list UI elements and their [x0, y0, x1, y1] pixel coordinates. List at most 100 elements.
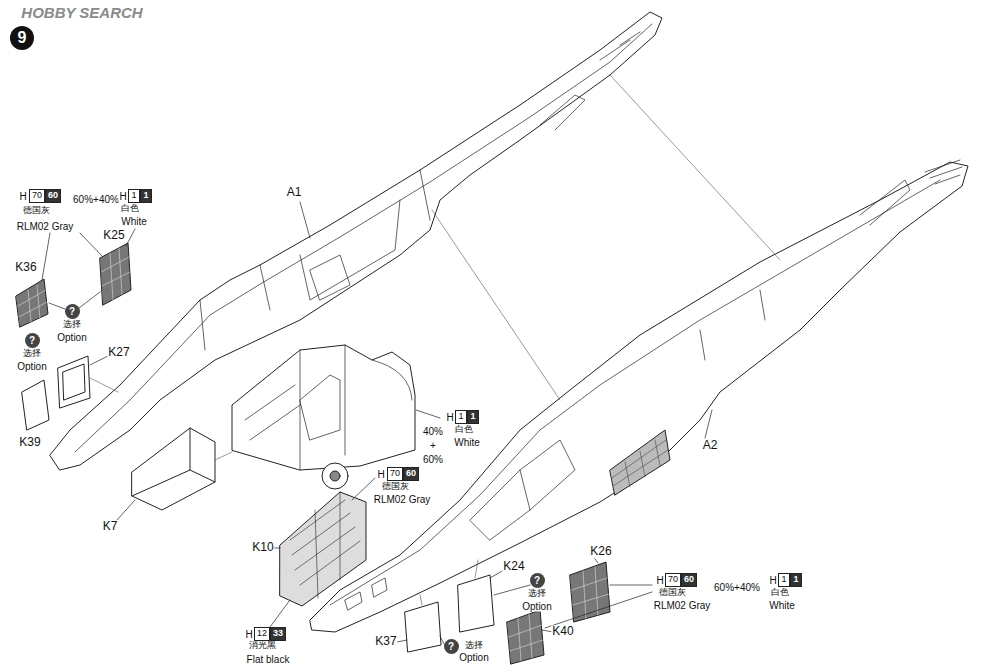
- part-number: A2: [702, 439, 719, 452]
- node-text: 1: [793, 575, 798, 585]
- paint-note-cjk: 德国灰: [381, 482, 410, 492]
- paint-code-box: 12: [254, 627, 270, 641]
- cockpit-tub: [232, 345, 415, 470]
- paint-note: 40%: [422, 426, 444, 437]
- paint-note-cjk: 白色: [770, 588, 790, 598]
- vent-grille: [610, 430, 670, 495]
- leader-line: [42, 202, 712, 644]
- paint-code-box: 70: [665, 573, 681, 587]
- part-k40: [507, 610, 544, 664]
- panel-line: [330, 160, 962, 610]
- part-number: K39: [18, 436, 41, 449]
- part-k36: [16, 279, 48, 327]
- paint-note-cjk: 消光黑: [248, 641, 277, 651]
- node-text: ?: [29, 335, 35, 346]
- node-text: 70: [32, 191, 42, 201]
- grille-line: [612, 440, 668, 487]
- option-icon: ?: [530, 573, 545, 588]
- part-number: K37: [374, 635, 397, 648]
- node-text: 1: [131, 191, 136, 201]
- node-text: ?: [534, 575, 540, 586]
- node-text: 60: [406, 469, 416, 479]
- part-k24: [458, 575, 494, 632]
- paint-note: Option: [56, 332, 87, 343]
- paint-code-box: 60: [403, 467, 419, 481]
- cockpit-detail: [245, 345, 412, 470]
- paint-note: H: [18, 191, 27, 202]
- paint-note-cjk: 德国灰: [658, 588, 687, 598]
- node-text: 60: [684, 575, 694, 585]
- paint-note-cjk: 白色: [120, 204, 140, 214]
- paint-note: RLM02 Gray: [373, 494, 432, 505]
- paint-code-box: 1: [790, 573, 801, 587]
- paint-note: 60%+40%: [72, 194, 120, 205]
- watermark: HOBBY SEARCH: [20, 5, 143, 22]
- paint-note: RLM02 Gray: [653, 600, 712, 611]
- paint-note: H: [376, 469, 385, 480]
- node-text: 70: [390, 469, 400, 479]
- paint-note: H: [118, 191, 127, 202]
- paint-note-cjk: 选择: [62, 320, 82, 330]
- paint-code-box: 70: [387, 467, 403, 481]
- part-number: K25: [102, 229, 125, 242]
- part-number: K27: [107, 346, 130, 359]
- node-text: 1: [143, 191, 148, 201]
- paint-code-box: 1: [467, 410, 478, 424]
- paint-note-cjk: 选择: [464, 641, 484, 651]
- option-icon: ?: [65, 304, 80, 319]
- paint-note-cjk: 选择: [22, 349, 42, 359]
- paint-code-box: 60: [681, 573, 697, 587]
- paint-note: H: [655, 575, 664, 586]
- paint-note: White: [120, 216, 148, 227]
- paint-code-box: 60: [45, 189, 61, 203]
- part-k10: [280, 492, 366, 606]
- paint-code-box: 1: [128, 189, 139, 203]
- part-k27: [58, 356, 90, 408]
- option-icon: ?: [25, 333, 40, 348]
- node-text: 12: [257, 629, 267, 639]
- paint-code-box: 1: [455, 410, 466, 424]
- part-number: K10: [251, 541, 274, 554]
- node-text: ?: [448, 641, 454, 652]
- step-number: 9: [10, 26, 34, 50]
- nose-wheel: [322, 463, 348, 489]
- node-text: 9: [18, 29, 27, 47]
- paint-note: RLM02 Gray: [16, 221, 75, 232]
- paint-note: H: [445, 412, 454, 423]
- part-number: K24: [502, 560, 525, 573]
- wheel-hub: [330, 471, 340, 481]
- paint-note: +: [429, 440, 437, 451]
- paint-note: White: [768, 600, 796, 611]
- assembly-line: [90, 75, 780, 605]
- node-text: 1: [458, 412, 463, 422]
- paint-note-cjk: 白色: [454, 425, 474, 435]
- paint-note: Option: [16, 361, 47, 372]
- paint-note: 60%+40%: [713, 582, 761, 593]
- paint-note-cjk: 德国灰: [22, 206, 51, 216]
- paint-code-box: 1: [140, 189, 151, 203]
- part-k7: [132, 428, 215, 510]
- node-text: 1: [781, 575, 786, 585]
- node-text: 60: [48, 191, 58, 201]
- node-text: ?: [69, 306, 75, 317]
- paint-note: 60%: [422, 454, 444, 465]
- option-icon: ?: [444, 639, 459, 654]
- part-number: A1: [286, 186, 303, 199]
- paint-note: Option: [458, 652, 489, 663]
- paint-note: H: [244, 629, 253, 640]
- paint-code-box: 1: [778, 573, 789, 587]
- paint-note: Option: [521, 601, 552, 612]
- node-text: 70: [668, 575, 678, 585]
- node-text: 33: [273, 629, 283, 639]
- paint-note: White: [453, 437, 481, 448]
- paint-note: H: [768, 575, 777, 586]
- part-number: K40: [551, 625, 574, 638]
- part-number: K36: [14, 261, 37, 274]
- node-text: 1: [470, 412, 475, 422]
- panel-line: [290, 492, 360, 598]
- part-number: K7: [102, 520, 119, 533]
- part-k37: [405, 602, 441, 652]
